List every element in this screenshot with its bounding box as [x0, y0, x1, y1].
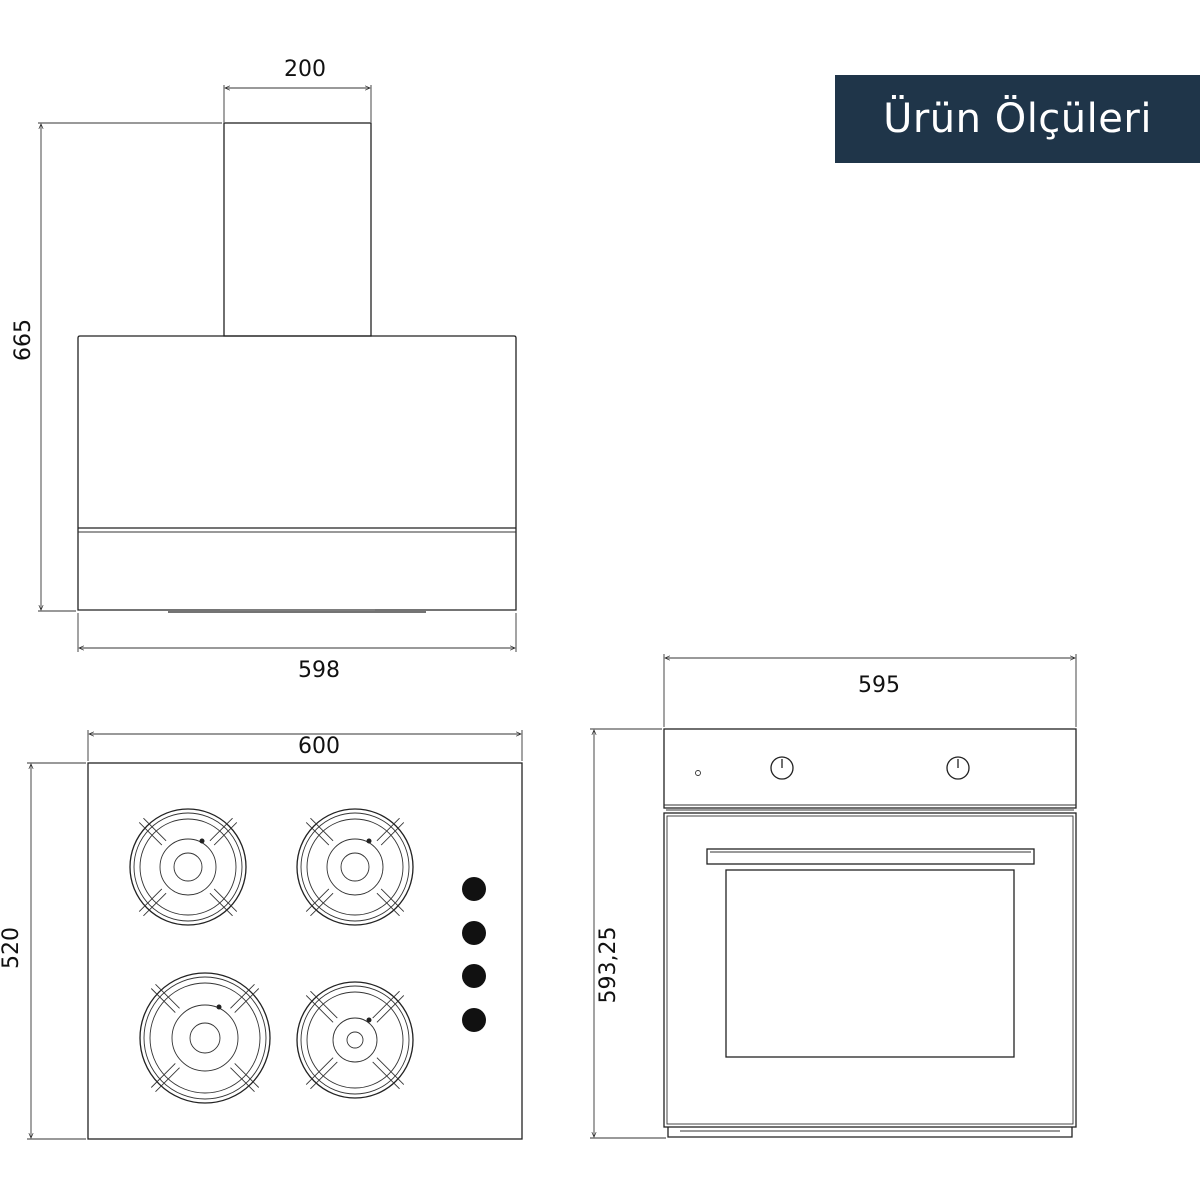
- oven-height-label: 593,25: [596, 927, 621, 1004]
- hob-knob-3: [462, 964, 486, 988]
- title-banner: Ürün Ölçüleri: [835, 75, 1200, 163]
- hob-drawing: [87, 762, 523, 1140]
- oven-knob-2: [946, 756, 970, 780]
- page-title: Ürün Ölçüleri: [883, 96, 1152, 142]
- hob-knob-2: [462, 921, 486, 945]
- hob-width-label: 600: [298, 734, 340, 759]
- hob-knobs: [462, 877, 486, 1032]
- oven-dimension-lines: [590, 654, 1077, 1139]
- hob-burner-3: [139, 972, 271, 1104]
- hood-width-label: 598: [298, 658, 340, 683]
- oven-width-label: 595: [858, 673, 900, 698]
- hood-drawing: [77, 122, 517, 613]
- hob-burner-1: [129, 808, 247, 926]
- oven-drawing: [663, 728, 1077, 1138]
- oven-knob-1: [770, 756, 794, 780]
- hood-chimney-width-label: 200: [284, 57, 326, 82]
- hob-burner-4: [296, 981, 414, 1099]
- hood-height-label: 665: [11, 319, 36, 361]
- hood-dimension-lines: [38, 85, 517, 652]
- hob-knob-1: [462, 877, 486, 901]
- hob-dimension-lines: [27, 730, 523, 1140]
- hob-knob-4: [462, 1008, 486, 1032]
- hob-depth-label: 520: [0, 927, 24, 969]
- oven-indicator-light: [695, 770, 701, 776]
- hob-burner-2: [296, 808, 414, 926]
